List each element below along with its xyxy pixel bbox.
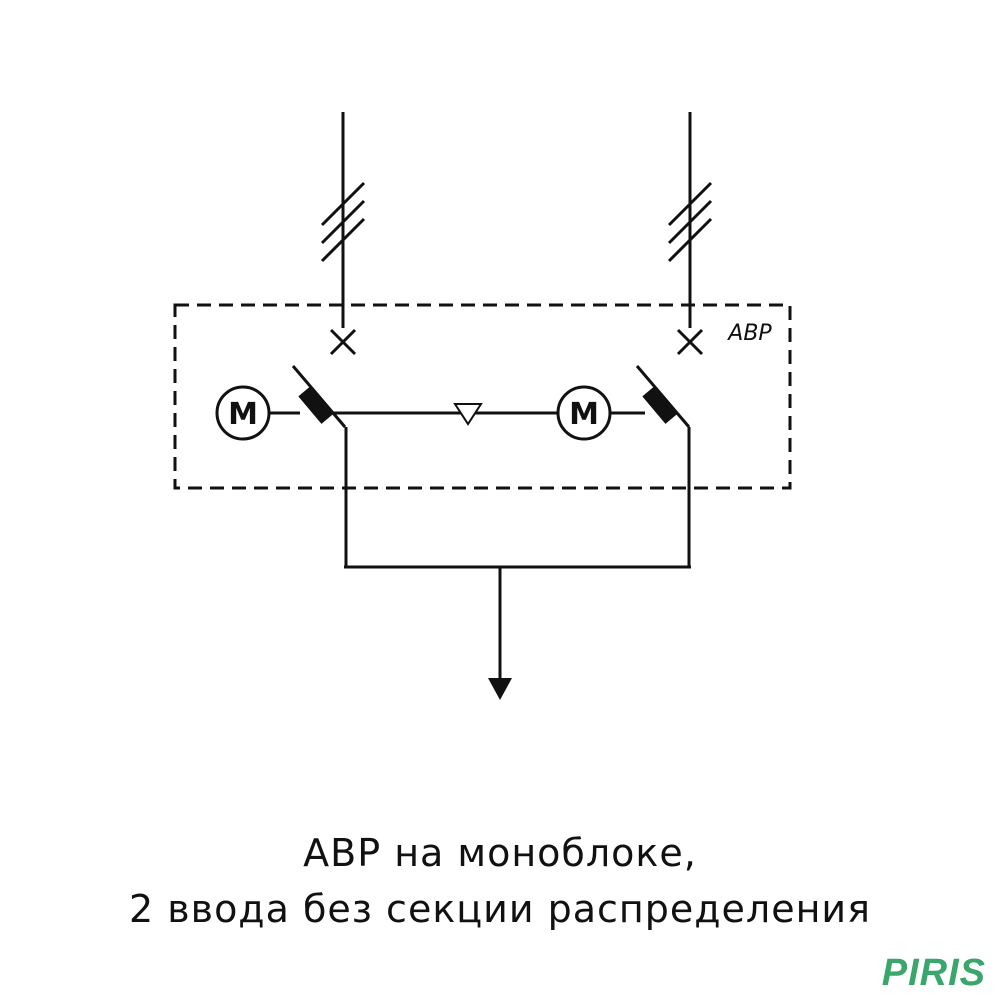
- ats-enclosure-box: [173, 303, 792, 490]
- right-drive-block: [642, 386, 678, 424]
- right-motor-label: M: [569, 397, 599, 432]
- right-disconnector-cross: [676, 328, 704, 356]
- caption-line-2: 2 ввода без секции распределения: [129, 887, 871, 931]
- left-motor-label: M: [228, 397, 258, 432]
- interlock-triangle-icon: [453, 403, 483, 426]
- right-motor-circle: [556, 385, 612, 441]
- left-disconnector-cross: [329, 328, 357, 356]
- ats-box-label: АВР: [726, 321, 772, 346]
- left-motor-circle: [215, 385, 271, 441]
- right-three-phase-marks: [667, 181, 713, 263]
- load-arrow-icon: [488, 678, 512, 700]
- left-drive-block: [298, 386, 334, 424]
- piris-logo: PIRIS: [881, 952, 986, 994]
- left-three-phase-marks: [320, 181, 366, 263]
- caption-line-1: АВР на моноблоке,: [303, 831, 697, 875]
